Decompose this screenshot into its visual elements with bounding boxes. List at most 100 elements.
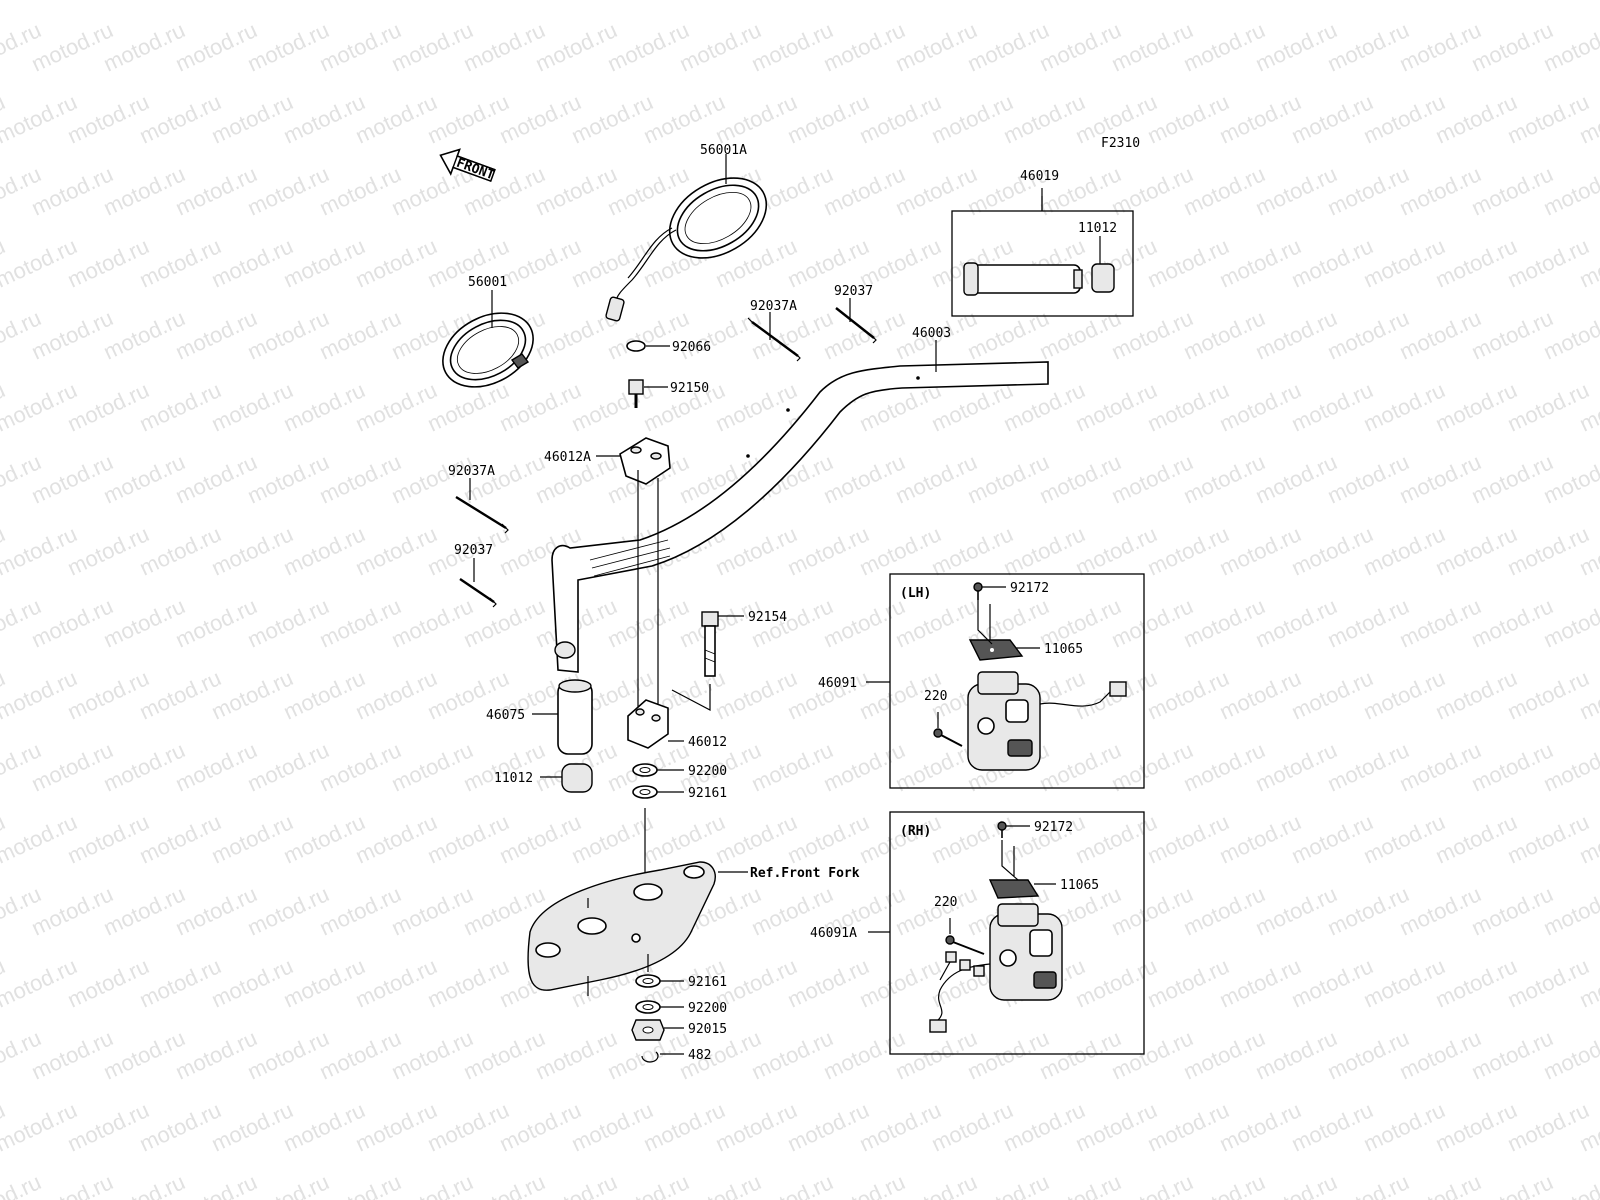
watermark-text: motod.ru <box>1396 1025 1485 1084</box>
watermark-text: motod.ru <box>1504 1097 1593 1156</box>
watermark-text: motod.ru <box>1360 521 1449 580</box>
watermark-text: motod.ru <box>640 809 729 868</box>
watermark-text: motod.ru <box>28 593 117 652</box>
watermark-text: motod.ru <box>244 161 333 220</box>
bolt-92150 <box>628 379 644 408</box>
watermark-text: motod.ru <box>424 0 513 5</box>
watermark-text: motod.ru <box>0 0 81 5</box>
watermark-text: motod.ru <box>496 0 585 5</box>
mirror-right <box>605 177 768 322</box>
watermark-text: motod.ru <box>1108 449 1197 508</box>
label-92015: 92015 <box>688 1022 727 1037</box>
watermark-text: motod.ru <box>1432 1097 1521 1156</box>
label-46091: 46091 <box>818 676 857 691</box>
watermark-text: motod.ru <box>1144 89 1233 148</box>
watermark-text: motod.ru <box>316 1025 405 1084</box>
watermark-text: motod.ru <box>748 305 837 364</box>
watermark-text: motod.ru <box>1072 953 1161 1012</box>
grip-end-cap-right <box>1091 263 1115 293</box>
watermark-text: motod.ru <box>1180 737 1269 796</box>
watermark-text: motod.ru <box>172 881 261 940</box>
watermark-text: motod.ru <box>496 377 585 436</box>
watermark-text: motod.ru <box>100 161 189 220</box>
pin-92037A-top <box>747 317 801 362</box>
watermark-text: motod.ru <box>1108 593 1197 652</box>
watermark-text: motod.ru <box>352 377 441 436</box>
watermark-text: motod.ru <box>0 953 81 1012</box>
watermark-text: motod.ru <box>1360 0 1449 5</box>
label-11065-lh: 11065 <box>1044 642 1083 657</box>
label-11012-grip: 11012 <box>494 771 533 786</box>
watermark-text: motod.ru <box>1000 1097 1089 1156</box>
watermark-text: motod.ru <box>676 17 765 76</box>
label-92037-top: 92037 <box>834 284 873 299</box>
watermark-text: motod.ru <box>1468 305 1557 364</box>
watermark-text: motod.ru <box>100 881 189 940</box>
watermark-text: motod.ru <box>280 89 369 148</box>
circlip-482 <box>641 1051 659 1063</box>
watermark-text: motod.ru <box>316 449 405 508</box>
switch-box-lh <box>889 573 1145 789</box>
pin-92037-left <box>459 578 497 608</box>
watermark-text: motod.ru <box>604 17 693 76</box>
watermark-text: motod.ru <box>64 0 153 5</box>
watermark-text: motod.ru <box>172 593 261 652</box>
watermark-text: motod.ru <box>1000 377 1089 436</box>
watermark-text: motod.ru <box>172 305 261 364</box>
watermark-text: motod.ru <box>1396 17 1485 76</box>
watermark-text: motod.ru <box>712 1097 801 1156</box>
watermark-text: motod.ru <box>820 1025 909 1084</box>
watermark-text: motod.ru <box>820 17 909 76</box>
watermark-text: motod.ru <box>1360 665 1449 724</box>
switch-box-lh-title: (LH) <box>900 586 931 601</box>
watermark-text: motod.ru <box>1144 521 1233 580</box>
watermark-text: motod.ru <box>280 953 369 1012</box>
watermark-text: motod.ru <box>820 305 909 364</box>
pin-92037A-left <box>455 495 509 534</box>
watermark-text: motod.ru <box>208 0 297 5</box>
watermark-text: motod.ru <box>64 953 153 1012</box>
grip-end-cap-left <box>561 763 593 793</box>
watermark-text: motod.ru <box>352 89 441 148</box>
watermark-text: motod.ru <box>1468 1025 1557 1084</box>
watermark-text: motod.ru <box>1432 233 1521 292</box>
watermark-text: motod.ru <box>604 593 693 652</box>
label-46003: 46003 <box>912 326 951 341</box>
watermark-text: motod.ru <box>280 809 369 868</box>
watermark-text: motod.ru <box>1396 305 1485 364</box>
watermark-text: motod.ru <box>100 737 189 796</box>
upper-triple-clamp <box>527 861 716 991</box>
label-92037A-top: 92037A <box>750 299 797 314</box>
watermark-text: motod.ru <box>1396 449 1485 508</box>
watermark-text: motod.ru <box>1144 1097 1233 1156</box>
label-92172-rh: 92172 <box>1034 820 1073 835</box>
watermark-text: motod.ru <box>1252 161 1341 220</box>
watermark-text: motod.ru <box>892 593 981 652</box>
watermark-text: motod.ru <box>964 1025 1053 1084</box>
watermark-text: motod.ru <box>748 17 837 76</box>
watermark-text: motod.ru <box>856 953 945 1012</box>
watermark-text: motod.ru <box>1324 593 1413 652</box>
watermark-text: motod.ru <box>172 737 261 796</box>
watermark-text: motod.ru <box>172 449 261 508</box>
switch-housing-lh <box>967 671 1127 771</box>
watermark-text: motod.ru <box>316 305 405 364</box>
watermark-text: motod.ru <box>1288 521 1377 580</box>
watermark-text: motod.ru <box>1468 881 1557 940</box>
watermark-text: motod.ru <box>496 233 585 292</box>
watermark-text: motod.ru <box>784 809 873 868</box>
watermark-text: motod.ru <box>928 521 1017 580</box>
watermark-text: motod.ru <box>172 1025 261 1084</box>
watermark-text: motod.ru <box>460 1025 549 1084</box>
cap-92066 <box>626 340 646 352</box>
watermark-text: motod.ru <box>532 17 621 76</box>
mirror-left <box>442 312 534 388</box>
watermark-text: motod.ru <box>640 1097 729 1156</box>
label-46012: 46012 <box>688 735 727 750</box>
grip-right <box>963 262 1083 296</box>
watermark-text: motod.ru <box>244 17 333 76</box>
watermark-text: motod.ru <box>784 1097 873 1156</box>
watermark-text: motod.ru <box>856 89 945 148</box>
watermark-text: motod.ru <box>1180 305 1269 364</box>
watermark-text: motod.ru <box>1216 953 1305 1012</box>
